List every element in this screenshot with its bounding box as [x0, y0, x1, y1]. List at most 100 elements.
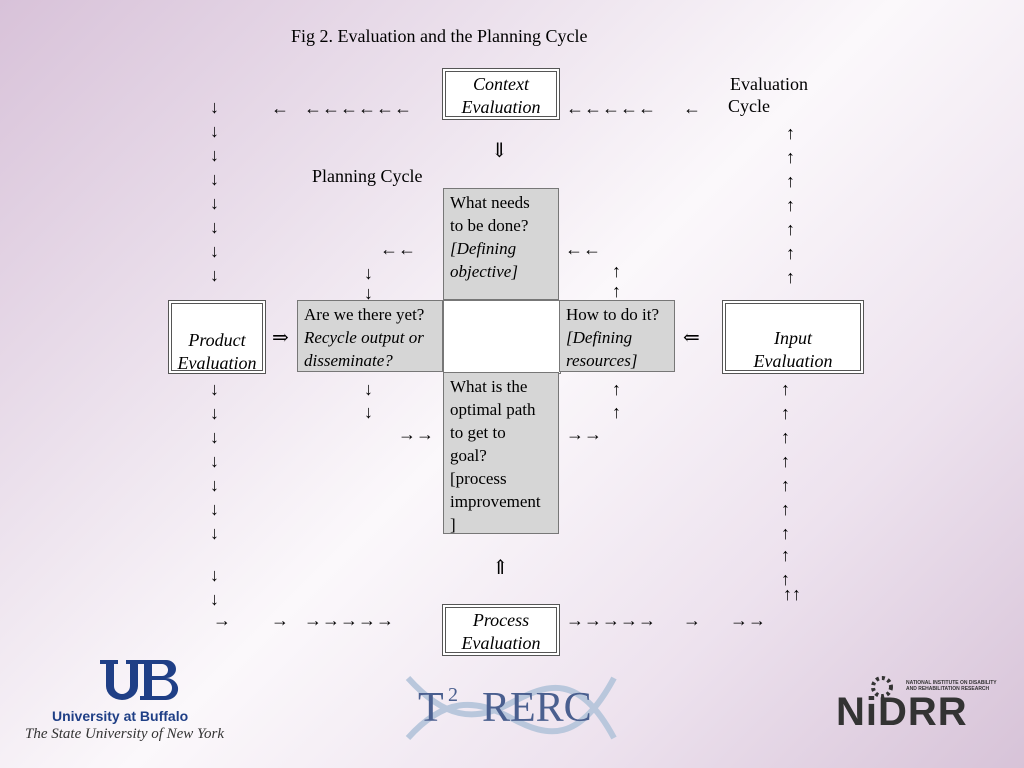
right-up-arrow-bottom-6: ↑	[781, 499, 790, 519]
quadrant-left-line3: disseminate?	[304, 351, 393, 370]
nidrr-small-line1: NATIONAL INSTITUTE ON DISABILITY	[906, 680, 997, 686]
right-up-arrow-bottom-7: ↑	[781, 523, 790, 543]
left-down-arrow-bottom-4: ↓	[210, 451, 219, 471]
input-evaluation-box: Input Evaluation	[722, 300, 864, 374]
t2-letter-t: T	[418, 685, 444, 731]
planning-down-arrow-3: ↓	[364, 379, 373, 399]
right-up-arrow-bottom-9: ↑	[781, 569, 790, 589]
planning-up-arrow-3: ↑	[612, 379, 621, 399]
bottom-right-arrow-pair: →→	[730, 610, 766, 630]
bottom-right-arrow-3: →	[683, 610, 701, 630]
left-down-arrow-bottom-9: ↓	[210, 589, 219, 609]
quadrant-bottom-line6: improvement	[450, 492, 541, 511]
nidrr-small-line2: AND REHABILITATION RESEARCH	[906, 686, 990, 692]
ub-logo: University at Buffalo The State Universi…	[22, 658, 262, 748]
left-down-arrow-bottom-7: ↓	[210, 523, 219, 543]
right-up-arrow-bottom-2: ↑	[781, 403, 790, 423]
right-column-up-pair: ↑↑	[783, 584, 801, 604]
bottom-right-arrow-run-right: →→→→→	[566, 610, 656, 630]
right-up-arrow-top-3: ↑	[786, 171, 795, 191]
quadrant-right-line2: [Defining	[566, 328, 633, 347]
evaluation-cycle-label-1: Evaluation	[730, 74, 808, 94]
left-down-arrow-bottom-1: ↓	[210, 379, 219, 399]
right-up-arrow-bottom-3: ↑	[781, 427, 790, 447]
left-down-arrow-bottom-5: ↓	[210, 475, 219, 495]
right-up-arrow-top-7: ↑	[786, 267, 795, 287]
right-up-arrow-top-6: ↑	[786, 243, 795, 263]
evaluation-cycle-label-2: Cycle	[728, 96, 770, 116]
quadrant-top-line2: to be done?	[450, 216, 529, 235]
right-up-arrow-top-1: ↑	[786, 123, 795, 143]
t2-superscript: 2	[448, 684, 458, 706]
dna-wave-icon	[405, 675, 617, 741]
right-up-arrow-bottom-5: ↑	[781, 475, 790, 495]
quadrant-right-line3: resources]	[566, 351, 638, 370]
quadrant-top-objective: What needs to be done? [Defining objecti…	[443, 188, 559, 300]
quadrant-right-resources: How to do it? [Defining resources]	[559, 300, 675, 372]
planning-right-arrows-bottom-right: →→	[566, 424, 602, 444]
quadrant-left-line1: Are we there yet?	[304, 305, 425, 324]
quadrant-left-line2: Recycle output or	[304, 328, 424, 347]
quadrant-bottom-process: What is the optimal path to get to goal?…	[443, 372, 559, 534]
right-up-arrow-bottom-8: ↑	[781, 545, 790, 565]
planning-up-arrow-2: ↑	[612, 281, 621, 301]
context-evaluation-box: Context Evaluation	[442, 68, 560, 120]
quadrant-bottom-line4: goal?	[450, 446, 487, 465]
quadrant-bottom-line1: What is the	[450, 377, 528, 396]
right-up-arrow-top-5: ↑	[786, 219, 795, 239]
quadrant-left-evaluate: Are we there yet? Recycle output or diss…	[297, 300, 443, 372]
planning-down-arrow-2: ↓	[364, 283, 373, 303]
quadrant-bottom-line2: optimal path	[450, 400, 536, 419]
top-right-arrow: ←	[683, 98, 701, 118]
bottom-right-arrow-1: →	[213, 610, 231, 630]
left-down-arrow-top-7: ↓	[210, 241, 219, 261]
ub-logo-line1: University at Buffalo	[52, 708, 189, 724]
product-right-double-arrow: ⇒	[272, 327, 289, 349]
left-down-arrow-top-3: ↓	[210, 145, 219, 165]
quadrant-bottom-line3: to get to	[450, 423, 506, 442]
left-down-arrow-top-2: ↓	[210, 121, 219, 141]
planning-up-arrow-1: ↑	[612, 261, 621, 281]
left-down-arrow-bottom-2: ↓	[210, 403, 219, 423]
left-down-arrow-bottom-8: ↓	[210, 565, 219, 585]
top-left-arrow-run: ←←←←←←	[304, 98, 412, 118]
top-left-arrow: ←	[271, 98, 289, 118]
process-evaluation-line2: Evaluation	[461, 633, 541, 653]
right-up-arrow-bottom-1: ↑	[781, 379, 790, 399]
left-down-arrow-top-6: ↓	[210, 217, 219, 237]
planning-down-arrow-4: ↓	[364, 402, 373, 422]
right-up-arrow-top-2: ↑	[786, 147, 795, 167]
input-evaluation-line2: Evaluation	[753, 351, 833, 371]
figure-title: Fig 2. Evaluation and the Planning Cycle	[291, 26, 588, 46]
nidrr-wordmark: NiDRR	[836, 690, 968, 734]
input-evaluation-line1: Input	[774, 328, 812, 348]
context-down-double-arrow: ⇓	[491, 140, 508, 162]
ub-logo-line2: The State University of New York	[25, 726, 225, 742]
planning-down-arrow-1: ↓	[364, 263, 373, 283]
input-left-double-arrow: ⇐	[683, 327, 700, 349]
product-evaluation-line2: Evaluation	[177, 353, 257, 373]
planning-up-arrow-4: ↑	[612, 402, 621, 422]
planning-left-arrows-top: ←←	[380, 239, 416, 259]
quadrant-top-line4: objective]	[450, 262, 518, 281]
context-evaluation-line1: Context	[473, 74, 529, 94]
planning-right-arrows-top: ←←	[565, 239, 601, 259]
process-up-double-arrow: ⇑	[492, 557, 509, 579]
left-down-arrow-bottom-6: ↓	[210, 499, 219, 519]
nidrr-logo: NATIONAL INSTITUTE ON DISABILITY AND REH…	[836, 674, 997, 738]
product-evaluation-box: Product Evaluation	[168, 300, 266, 374]
bottom-right-arrow-2: →	[271, 610, 289, 630]
context-evaluation-line2: Evaluation	[461, 97, 541, 117]
bottom-right-arrow-run-left: →→→→→	[304, 610, 394, 630]
right-up-arrow-top-4: ↑	[786, 195, 795, 215]
product-evaluation-line1: Product	[188, 330, 246, 350]
planning-right-arrows-bottom-left: →→	[398, 424, 434, 444]
quadrant-bottom-line5: [process	[450, 469, 507, 488]
ub-monogram-icon	[100, 660, 179, 700]
top-right-arrow-run: ←←←←←	[566, 98, 656, 118]
quadrant-center	[443, 300, 561, 374]
left-down-arrow-top-8: ↓	[210, 265, 219, 285]
rerc-text: RERC	[482, 685, 592, 731]
process-evaluation-line1: Process	[472, 610, 530, 630]
t2-rerc-logo: T 2 RERC	[404, 668, 618, 748]
